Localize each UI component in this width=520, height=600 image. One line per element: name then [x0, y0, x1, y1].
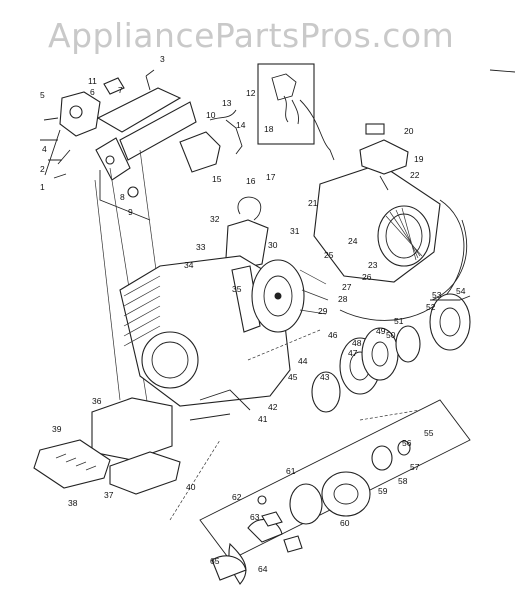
callout-51: 51 [394, 316, 404, 326]
callout-8: 8 [120, 192, 125, 202]
callout-12: 12 [246, 88, 256, 98]
callout-58: 58 [398, 476, 408, 486]
callout-56: 56 [402, 438, 412, 448]
callout-29: 29 [318, 306, 328, 316]
callout-31: 31 [290, 226, 300, 236]
callout-63: 63 [250, 512, 260, 522]
callout-44: 44 [298, 356, 308, 366]
callout-35: 35 [232, 284, 242, 294]
clutch-inset-box [199, 399, 471, 585]
callout-28: 28 [338, 294, 348, 304]
callout-53: 53 [432, 290, 442, 300]
callout-13: 13 [222, 98, 232, 108]
callout-3: 3 [160, 54, 165, 64]
callout-30: 30 [268, 240, 278, 250]
clutch-assembly [311, 293, 471, 413]
callout-14: 14 [236, 120, 246, 130]
callout-55: 55 [424, 428, 434, 438]
callout-19: 19 [414, 154, 424, 164]
callout-41: 41 [258, 414, 268, 424]
callout-64: 64 [258, 564, 268, 574]
callout-4: 4 [42, 144, 47, 154]
callout-42: 42 [268, 402, 278, 412]
watermark: AppliancePartsPros.com [48, 16, 455, 55]
recoil-housing [313, 123, 467, 321]
callout-33: 33 [196, 242, 206, 252]
callout-21: 21 [308, 198, 318, 208]
callout-38: 38 [68, 498, 78, 508]
callout-15: 15 [212, 174, 222, 184]
callout-48: 48 [352, 338, 362, 348]
carburetor-bracket-group [40, 69, 243, 421]
callout-34: 34 [184, 260, 194, 270]
callout-40: 40 [186, 482, 196, 492]
callout-60: 60 [340, 518, 350, 528]
callout-39: 39 [52, 424, 62, 434]
callout-11: 11 [88, 76, 97, 86]
muffler-guard [33, 397, 181, 495]
engine-block [119, 255, 291, 421]
corner-dash [489, 69, 516, 73]
callout-32: 32 [210, 214, 220, 224]
callout-24: 24 [348, 236, 358, 246]
callout-10: 10 [206, 110, 216, 120]
callout-45: 45 [288, 372, 298, 382]
callout-47: 47 [348, 348, 358, 358]
callout-59: 59 [378, 486, 388, 496]
callout-50: 50 [386, 330, 396, 340]
callout-26: 26 [362, 272, 372, 282]
callout-36: 36 [92, 396, 102, 406]
coil-module-box [257, 63, 335, 161]
callout-43: 43 [320, 372, 330, 382]
callout-20: 20 [404, 126, 414, 136]
callout-37: 37 [104, 490, 114, 500]
callout-7: 7 [118, 85, 123, 95]
callout-49: 49 [376, 326, 386, 336]
callout-54: 54 [456, 286, 466, 296]
callout-27: 27 [342, 282, 352, 292]
flywheel [251, 259, 329, 333]
callout-57: 57 [410, 462, 420, 472]
callout-6: 6 [90, 87, 95, 97]
callout-1: 1 [40, 182, 45, 192]
callout-25: 25 [324, 250, 334, 260]
callout-18: 18 [264, 124, 274, 134]
callout-52: 52 [426, 302, 436, 312]
callout-5: 5 [40, 90, 45, 100]
callout-46: 46 [328, 330, 338, 340]
callout-17: 17 [266, 172, 276, 182]
callout-23: 23 [368, 260, 378, 270]
callout-16: 16 [246, 176, 256, 186]
callout-62: 62 [232, 492, 242, 502]
callout-65: 65 [210, 556, 220, 566]
callout-61: 61 [286, 466, 296, 476]
callout-9: 9 [128, 207, 133, 217]
callout-22: 22 [410, 170, 420, 180]
callout-2: 2 [40, 164, 45, 174]
